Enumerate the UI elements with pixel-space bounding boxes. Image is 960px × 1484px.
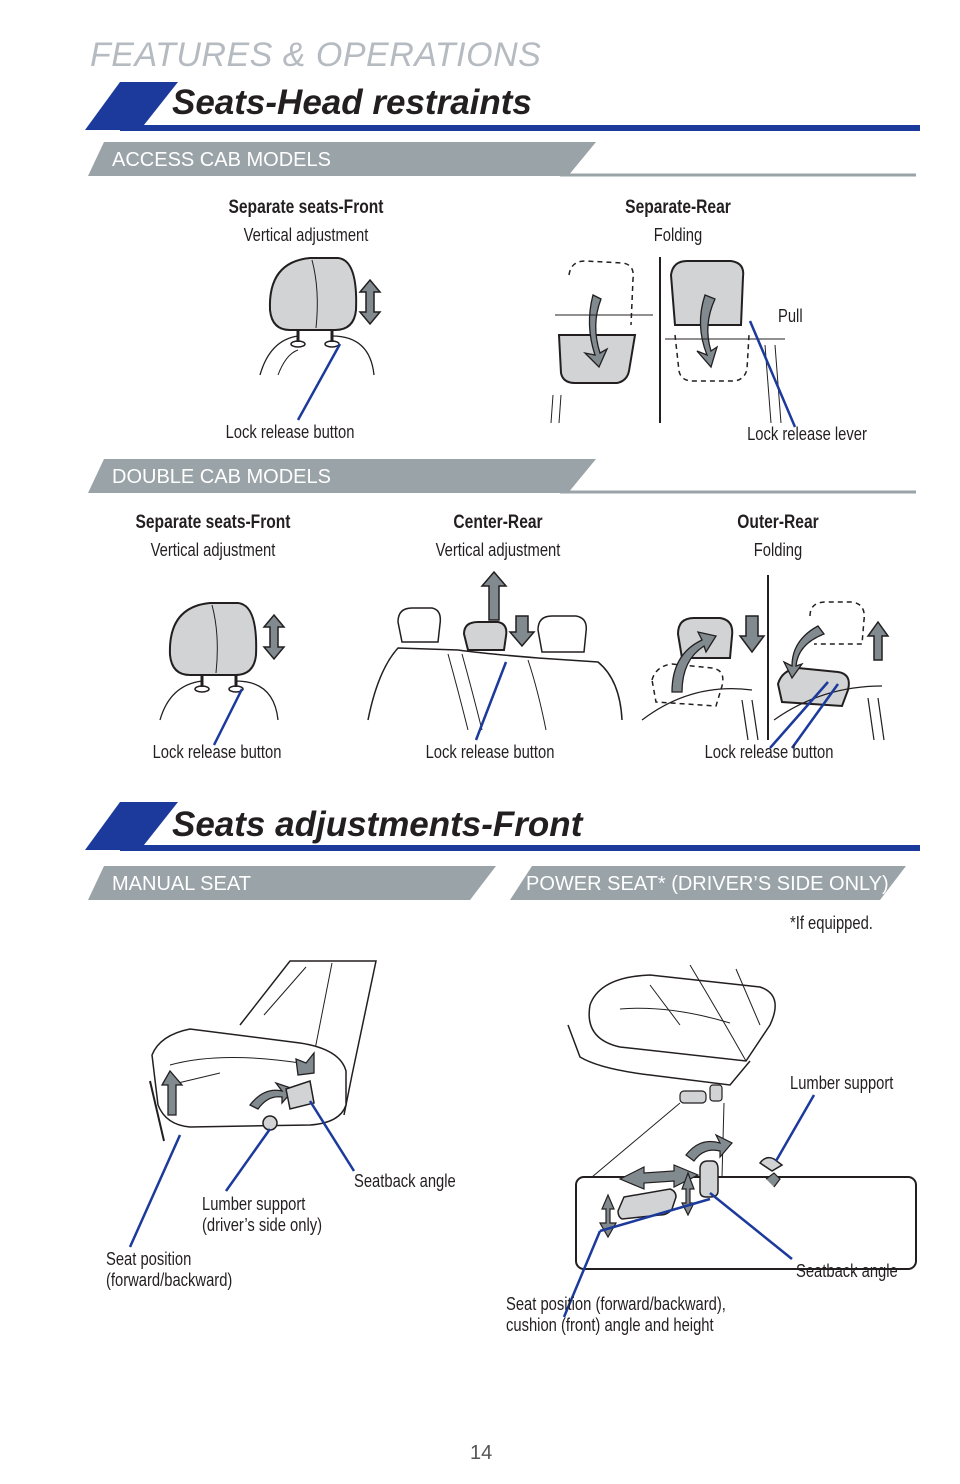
headrest-outer-rear-illustration: [641, 575, 890, 749]
banner-rule: [88, 459, 916, 494]
manual-seat-illustration: [128, 960, 377, 1248]
subtitle-center-rear: Vertical adjustment: [435, 540, 561, 560]
title-access-rear: Separate-Rear: [625, 197, 731, 218]
title-center-rear: Center-Rear: [453, 512, 543, 533]
heading-seat-adjustments: Seats adjustments-Front: [172, 805, 583, 844]
headrest-center-rear-illustration: [367, 570, 623, 741]
banner-double-cab: DOUBLE CAB MODELS: [112, 466, 331, 488]
title-outer-rear: Outer-Rear: [737, 512, 819, 533]
callout-power-lumbar: Lumber support: [790, 1073, 894, 1093]
subtitle-access-front: Vertical adjustment: [243, 225, 369, 245]
subtitle-access-rear: Folding: [653, 225, 703, 245]
page-number: 14: [470, 1442, 493, 1464]
footnote-if-equipped: *If equipped.: [790, 913, 873, 933]
callout-power-seatback: Seatback angle: [796, 1261, 898, 1281]
headrest-front-illustration: [259, 257, 382, 421]
callout-outer-rear: Lock release button: [704, 742, 834, 762]
heading-rule: [85, 802, 920, 851]
callout-manual-position-1: Seat position: [106, 1249, 192, 1269]
callout-center-rear: Lock release button: [425, 742, 555, 762]
callout-double-front: Lock release button: [152, 742, 282, 762]
callout-power-position-2: cushion (front) angle and height: [506, 1315, 714, 1335]
headrest-rear-illustration: [550, 257, 797, 428]
callout-manual-lumbar-2: (driver’s side only): [202, 1215, 323, 1235]
callout-access-rear-lever: Lock release lever: [747, 424, 867, 444]
callout-access-rear-pull: Pull: [778, 306, 803, 326]
title-access-front: Separate seats-Front: [228, 197, 384, 218]
banner-power-seat: POWER SEAT* (DRIVER’S SIDE ONLY): [526, 873, 889, 895]
headrest-double-front-illustration: [159, 602, 286, 746]
banner-access-cab: ACCESS CAB MODELS: [112, 149, 331, 171]
subtitle-double-front: Vertical adjustment: [150, 540, 276, 560]
callout-access-front: Lock release button: [225, 422, 355, 442]
heading-head-restraints: Seats-Head restraints: [172, 83, 532, 122]
subtitle-outer-rear: Folding: [753, 540, 803, 560]
callout-manual-seatback: Seatback angle: [354, 1171, 456, 1191]
banner-manual-seat: MANUAL SEAT: [112, 873, 251, 895]
callout-power-position-1: Seat position (forward/backward),: [506, 1294, 726, 1314]
banner-rule: [88, 866, 906, 900]
title-double-front: Separate seats-Front: [135, 512, 291, 533]
heading-rule: [85, 82, 920, 131]
callout-manual-lumbar-1: Lumber support: [202, 1194, 306, 1214]
banner-rule: [88, 142, 916, 177]
power-seat-illustration: [562, 964, 917, 1318]
callout-manual-position-2: (forward/backward): [106, 1270, 233, 1290]
section-label: FEATURES & OPERATIONS: [90, 36, 542, 74]
